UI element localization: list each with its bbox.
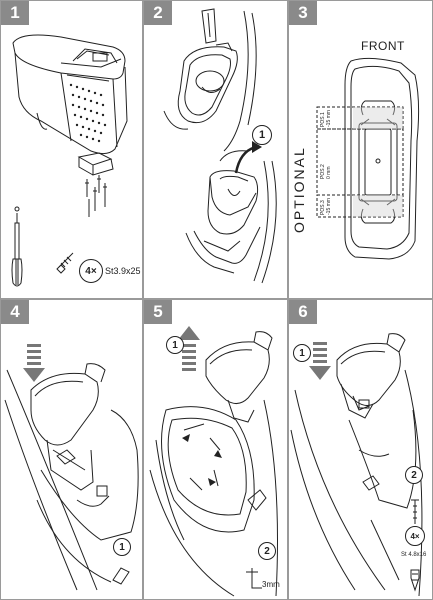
armrest-exploded-illustration (11, 34, 128, 287)
armrest-install-illustration (4, 344, 139, 591)
armrest-fix-illustration (290, 333, 423, 597)
step-panel-2: 2 (143, 0, 288, 299)
step-badge-2: 2 (144, 1, 172, 25)
pos3-label: POS.3 -15 mm (320, 198, 332, 215)
step-badge-4: 4 (1, 300, 29, 324)
console-tray-removal-illustration (163, 8, 277, 284)
pos2-label: POS.2 0 mm (320, 164, 332, 179)
step-panel-4: 4 (0, 299, 143, 600)
callout-1: 1 (166, 336, 184, 354)
screw-count-circle: 4× (79, 259, 103, 283)
callout-1: 1 (113, 538, 131, 556)
screw-spec-label: St3.9x25 (105, 266, 141, 276)
screw-count-circle: 4× (405, 526, 425, 546)
step-badge-6: 6 (289, 300, 317, 324)
step-panel-5: 5 (143, 299, 288, 600)
position-diagram (316, 57, 420, 260)
pos1-label: POS.1 -15 mm (320, 110, 332, 127)
callout-2: 2 (405, 466, 423, 484)
step-badge-5: 5 (144, 300, 172, 324)
step-badge-1: 1 (1, 1, 29, 25)
callout-2: 2 (258, 542, 276, 560)
armrest-lift-illustration (149, 326, 278, 597)
screw-spec-label: St 4.8x16 (401, 552, 427, 558)
step-panel-3: 3 FRONT OPTIONAL (288, 0, 433, 299)
step-panel-6: 6 (288, 299, 433, 600)
callout-1: 1 (252, 125, 272, 145)
front-label: FRONT (361, 39, 405, 53)
step-panel-1: 1 (0, 0, 143, 299)
step-badge-3: 3 (289, 1, 317, 25)
measure-label: 3mm (262, 580, 280, 589)
callout-1: 1 (293, 344, 311, 362)
